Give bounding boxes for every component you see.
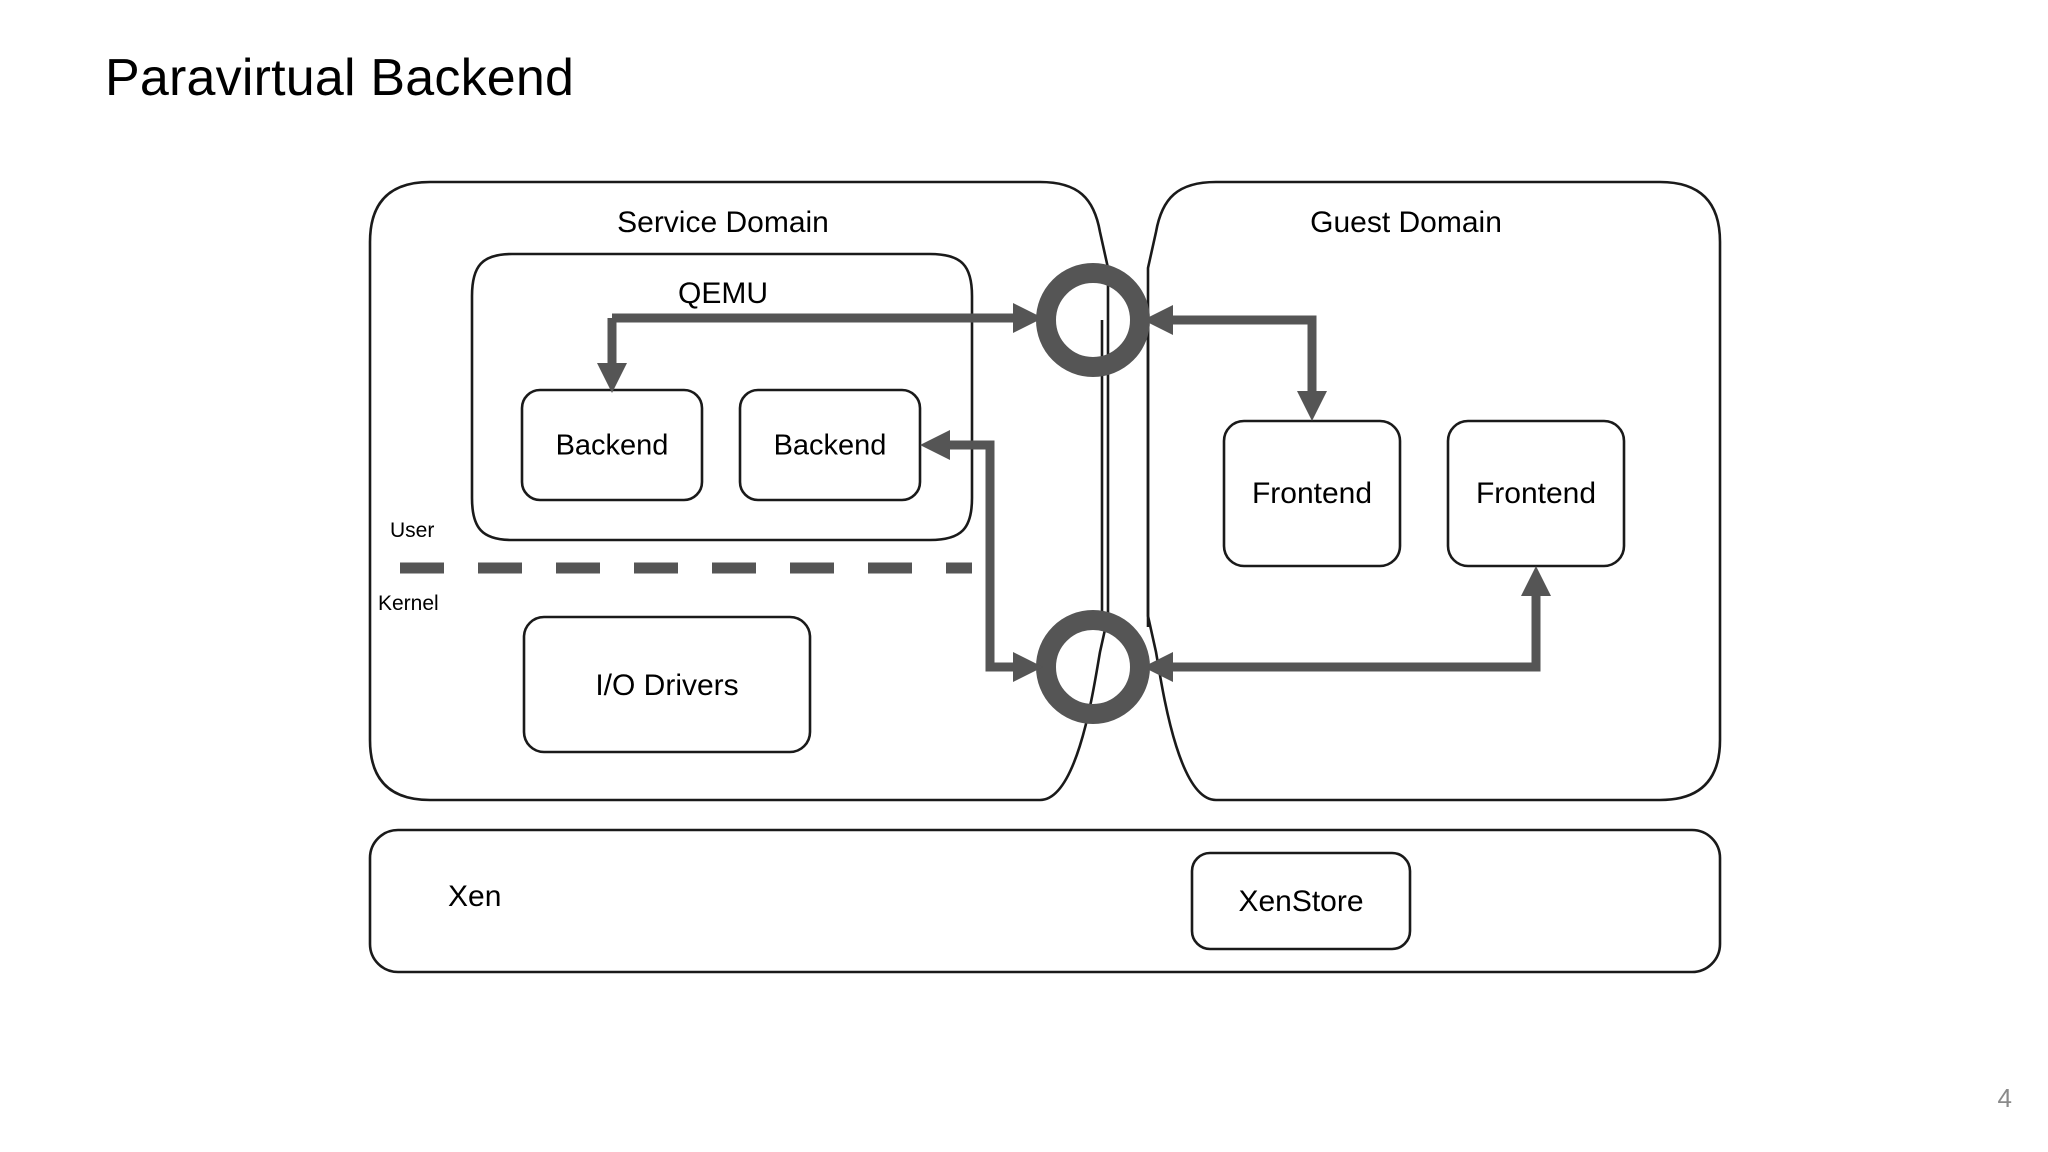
flow-to-backend-1 xyxy=(597,303,1043,393)
user-kernel-divider-group: User Kernel xyxy=(378,519,972,615)
guest-domain-title: Guest Domain xyxy=(1310,206,1502,239)
flow-to-backend-1-arrowhead xyxy=(597,363,627,393)
ring-upper[interactable] xyxy=(1036,263,1150,377)
xenstore-label: XenStore xyxy=(1238,885,1363,918)
page-number: 4 xyxy=(1997,1083,2012,1113)
backend-1-label: Backend xyxy=(556,430,669,462)
flow-upper-ring-to-frontend-1-path xyxy=(1166,315,1317,398)
flow-into-upper-ring-arrowhead xyxy=(1013,303,1043,333)
flow-to-frontend-2-arrowhead xyxy=(1521,566,1551,596)
kernel-layer-label: Kernel xyxy=(378,592,439,615)
flow-into-lower-ring-left-arrowhead xyxy=(1013,652,1043,682)
frontend-1-label: Frontend xyxy=(1252,477,1372,510)
backend-2-label: Backend xyxy=(774,430,887,462)
guest-domain-container: Guest Domain xyxy=(1146,180,1722,802)
frontend-box-2[interactable]: Frontend xyxy=(1446,419,1626,568)
backend-box-2[interactable]: Backend xyxy=(738,388,922,502)
qemu-title: QEMU xyxy=(678,277,768,310)
page-title: Paravirtual Backend xyxy=(105,49,575,107)
frontend-2-label: Frontend xyxy=(1476,477,1596,510)
io-drivers-label: I/O Drivers xyxy=(595,669,738,702)
flow-frontend-2-to-lower-ring xyxy=(1143,566,1551,682)
frontend-box-1[interactable]: Frontend xyxy=(1222,419,1402,568)
ring-upper-shape xyxy=(1036,263,1150,377)
user-layer-label: User xyxy=(390,519,434,542)
xen-hypervisor-bar: Xen XenStore xyxy=(368,828,1722,974)
guest-domain-boundary xyxy=(1146,180,1722,802)
flow-frontend-2-to-lower-ring-path xyxy=(1166,589,1541,672)
backend-box-1[interactable]: Backend xyxy=(520,388,704,502)
flow-to-frontend-1-arrowhead xyxy=(1297,391,1327,421)
flow-lower-ring-to-backend-2-path xyxy=(943,440,1020,672)
ring-lower-shape xyxy=(1036,610,1150,724)
xen-title: Xen xyxy=(448,880,501,913)
xenstore-shape xyxy=(1190,851,1412,951)
flow-upper-ring-to-frontend-1 xyxy=(1143,305,1327,421)
io-drivers-shape xyxy=(522,615,812,754)
flow-lower-ring-to-backend-2 xyxy=(920,430,1043,682)
service-domain-title: Service Domain xyxy=(617,206,829,239)
ring-lower[interactable] xyxy=(1036,610,1150,724)
flow-into-upper-ring-right-arrowhead xyxy=(1143,305,1173,335)
io-drivers-box[interactable]: I/O Drivers xyxy=(522,615,812,754)
flow-into-lower-ring-right-arrowhead xyxy=(1143,652,1173,682)
xenstore-box[interactable]: XenStore xyxy=(1190,851,1412,951)
flow-to-backend-2-arrowhead xyxy=(920,430,950,460)
xen-boundary xyxy=(368,828,1722,974)
